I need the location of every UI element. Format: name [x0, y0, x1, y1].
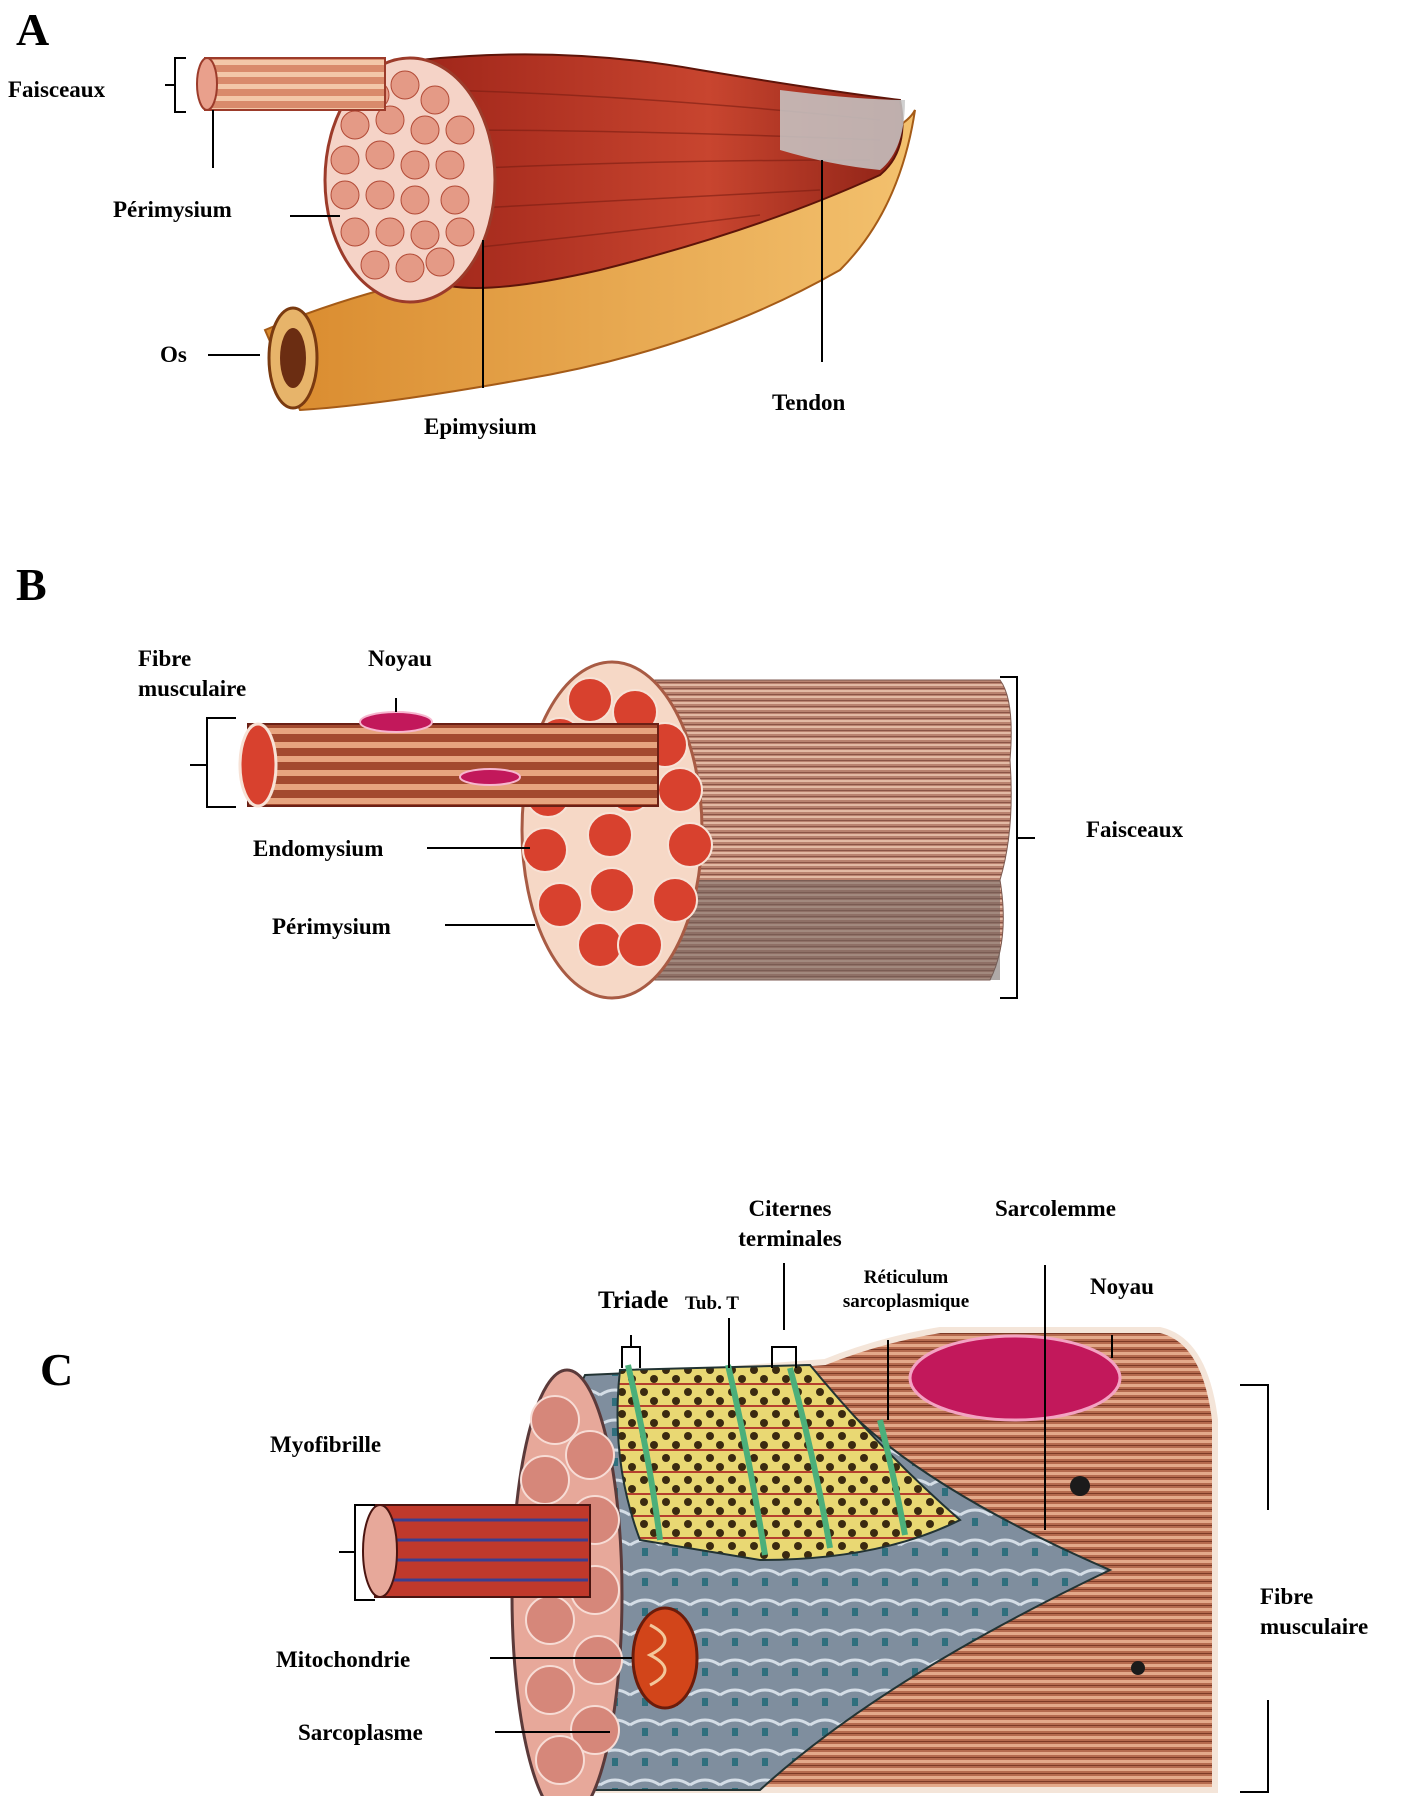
label-citernes-terminales: Citernes terminales	[725, 1194, 855, 1254]
panel-c-letter: C	[40, 1345, 73, 1395]
panel-a-illustration	[197, 54, 915, 410]
label-perimysium-a: Périmysium	[113, 195, 232, 225]
label-fibre-musculaire-c-line2: musculaire	[1260, 1612, 1368, 1642]
label-epimysium: Epimysium	[424, 412, 536, 442]
label-faisceaux-b: Faisceaux	[1086, 815, 1183, 845]
label-endomysium: Endomysium	[253, 834, 383, 864]
nucleus-inner	[460, 769, 520, 785]
label-citernes-line2: terminales	[725, 1224, 855, 1254]
nucleus-dot-2	[1131, 1661, 1145, 1675]
panel-a-letter: A	[16, 5, 49, 55]
label-tub-t: Tub. T	[685, 1292, 739, 1316]
myofibril-end	[363, 1505, 397, 1597]
label-reticulum-sarcoplasmique: Réticulum sarcoplasmique	[826, 1266, 986, 1314]
mitochondria	[633, 1608, 697, 1708]
muscle-fibre-end	[240, 724, 276, 806]
label-triade: Triade	[598, 1286, 668, 1316]
nucleus-top	[360, 712, 432, 732]
label-os: Os	[160, 340, 187, 370]
label-citernes-line1: Citernes	[725, 1194, 855, 1224]
nucleus-c	[910, 1336, 1120, 1420]
panel-c-illustration	[363, 1330, 1215, 1796]
label-mitochondrie: Mitochondrie	[276, 1645, 410, 1675]
label-noyau-c: Noyau	[1090, 1272, 1154, 1302]
label-fibre-musculaire-b-line1: Fibre	[138, 644, 246, 674]
label-fibre-musculaire-b: Fibre musculaire	[138, 644, 246, 704]
panel-b-illustration	[240, 662, 1011, 998]
label-fibre-musculaire-c: Fibre musculaire	[1260, 1582, 1368, 1642]
label-perimysium-b: Périmysium	[272, 912, 391, 942]
label-faisceaux-a: Faisceaux	[8, 75, 105, 105]
fascicle-shadow	[655, 880, 1000, 980]
label-fibre-musculaire-c-line1: Fibre	[1260, 1582, 1368, 1612]
label-reticulum-line2: sarcoplasmique	[826, 1290, 986, 1314]
label-noyau-b: Noyau	[368, 644, 432, 674]
nucleus-dot	[1070, 1476, 1090, 1496]
muscle-fibre-body	[248, 724, 658, 806]
fascicle-end	[197, 58, 217, 110]
fascicle-protrusion	[205, 58, 385, 110]
label-myofibrille: Myofibrille	[270, 1430, 381, 1460]
label-reticulum-line1: Réticulum	[826, 1266, 986, 1290]
panel-b-letter: B	[16, 560, 47, 610]
label-fibre-musculaire-b-line2: musculaire	[138, 674, 246, 704]
label-tendon: Tendon	[772, 388, 845, 418]
label-sarcoplasme: Sarcoplasme	[298, 1718, 423, 1748]
label-sarcolemme: Sarcolemme	[995, 1194, 1116, 1224]
bone-marrow	[280, 328, 306, 388]
